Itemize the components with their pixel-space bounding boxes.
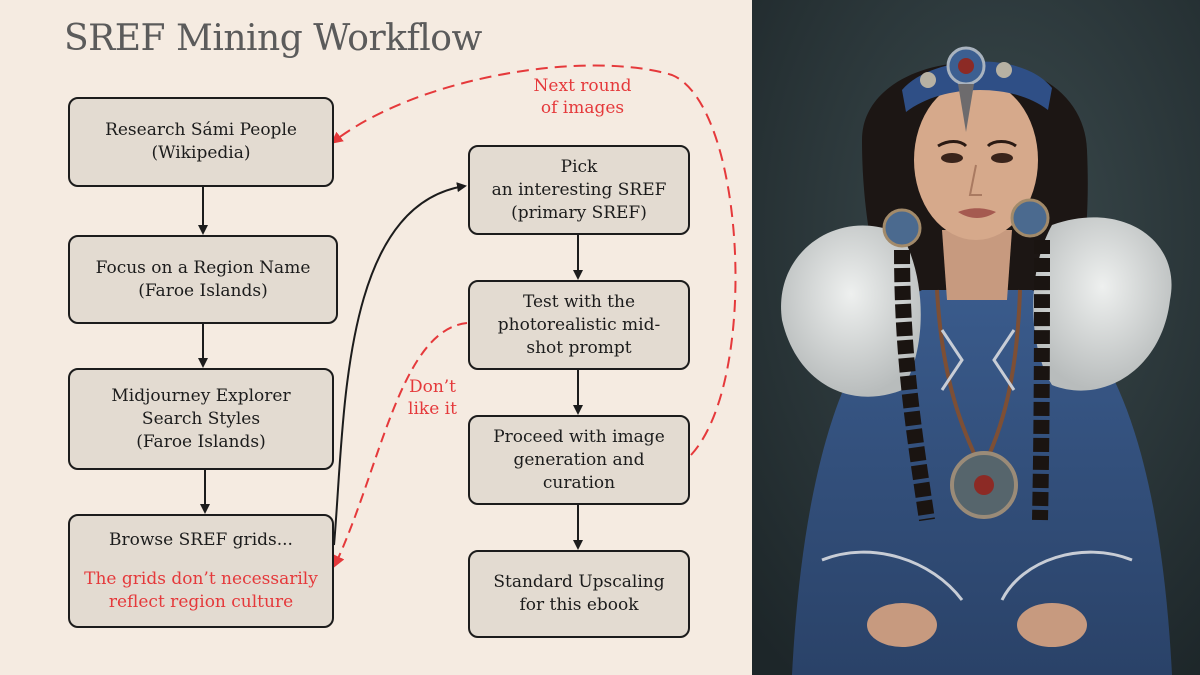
box-pick-line-3: (primary SREF) — [511, 202, 647, 223]
arrow-next-round — [330, 64, 737, 456]
box-upscale: Standard Upscaling for this ebook — [468, 550, 690, 638]
label-dont-like-it-line-2: like it — [408, 399, 457, 419]
box-research-line-2: (Wikipedia) — [151, 143, 251, 163]
box-research-line-1: Research Sámi People — [105, 120, 297, 140]
box-research: Research Sámi People (Wikipedia) — [68, 97, 334, 187]
box-pick-line-1: Pick — [560, 156, 598, 177]
box-proceed: Proceed with image generation and curati… — [468, 415, 690, 505]
portrait-photo — [752, 0, 1200, 675]
box-proceed-line-1: Proceed with image — [493, 426, 665, 447]
box-focus-line-1: Focus on a Region Name — [95, 257, 311, 278]
label-dont-like-it: Don’t like it — [395, 376, 470, 420]
label-next-round-line-1: Next round — [533, 76, 632, 96]
box-browse-note-line-2: reflect region culture — [108, 591, 294, 612]
box-explorer: Midjourney Explorer Search Styles (Faroe… — [68, 368, 334, 470]
box-test-line-2: photorealistic mid- — [497, 314, 661, 335]
label-dont-like-it-line-1: Don’t — [408, 377, 457, 397]
box-explorer-line-3: (Faroe Islands) — [136, 431, 266, 452]
label-next-round: Next round of images — [515, 75, 650, 119]
box-focus: Focus on a Region Name (Faroe Islands) — [68, 235, 338, 324]
box-browse: Browse SREF grids... The grids don’t nec… — [68, 514, 334, 628]
box-pick: Pick an interesting SREF (primary SREF) — [468, 145, 690, 235]
box-proceed-line-2: generation and — [513, 449, 645, 470]
box-explorer-line-2: Search Styles — [141, 408, 261, 429]
box-focus-line-2: (Faroe Islands) — [138, 280, 268, 301]
box-browse-note-line-1: The grids don’t necessarily — [84, 568, 318, 589]
box-upscale-line-1: Standard Upscaling — [493, 572, 665, 592]
box-upscale-line-2: for this ebook — [519, 595, 639, 615]
slide-title: SREF Mining Workflow — [64, 18, 482, 59]
box-explorer-line-1: Midjourney Explorer — [111, 385, 291, 406]
box-test: Test with the photorealistic mid- shot p… — [468, 280, 690, 370]
box-test-line-3: shot prompt — [526, 337, 632, 358]
arrow-browse-to-pick — [333, 182, 467, 546]
portrait-image — [752, 0, 1200, 675]
box-browse-line-1: Browse SREF grids... — [109, 529, 293, 550]
label-next-round-line-2: of images — [540, 98, 625, 118]
box-test-line-1: Test with the — [522, 291, 636, 312]
box-proceed-line-3: curation — [542, 472, 616, 493]
box-pick-line-2: an interesting SREF — [491, 179, 667, 200]
arrow-dont-like-it — [333, 322, 468, 568]
